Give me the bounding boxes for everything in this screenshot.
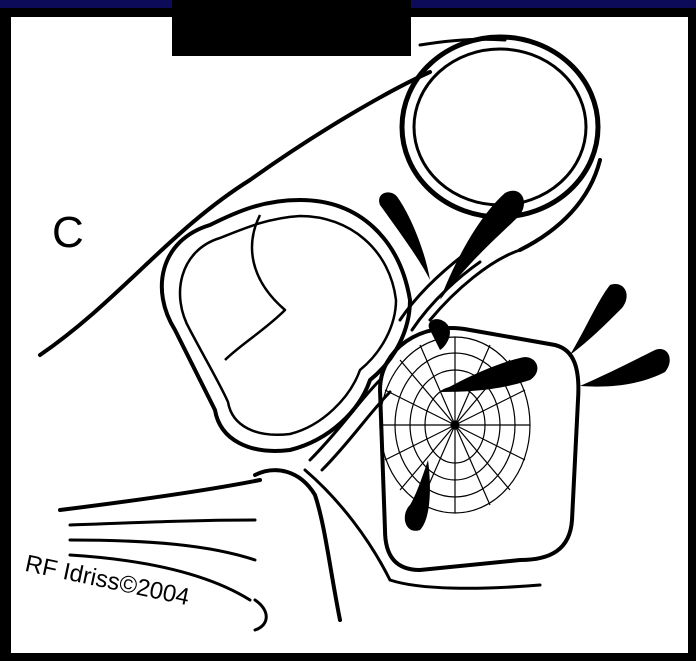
lower-fan-lines [60, 470, 540, 630]
ring-outline [402, 37, 598, 217]
panel-letter: C [52, 211, 84, 255]
channel-lines [310, 250, 520, 470]
teardrop-shapes [379, 191, 670, 531]
right-box-outline [380, 328, 578, 570]
redaction-block [172, 0, 411, 56]
